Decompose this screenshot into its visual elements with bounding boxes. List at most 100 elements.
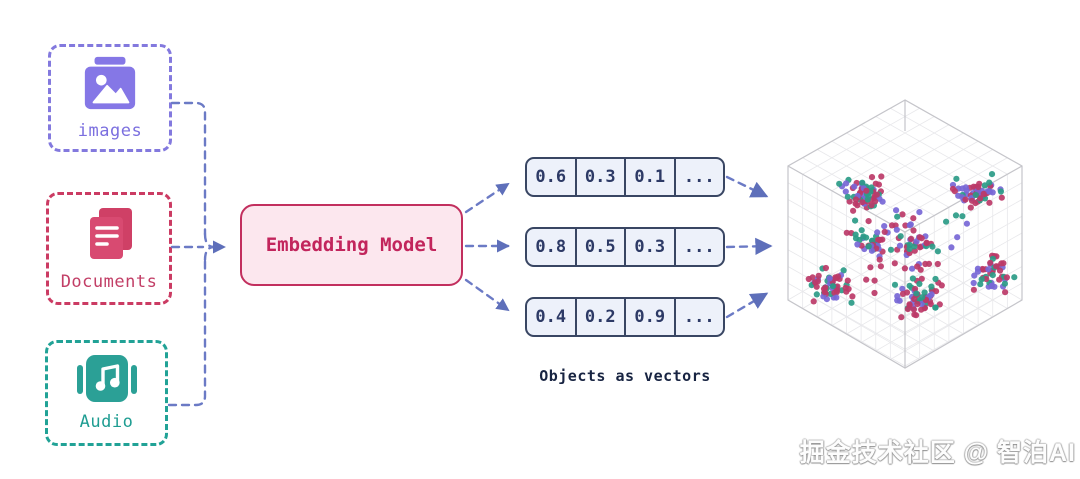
- embedding-point: [932, 304, 939, 311]
- embedding-point: [844, 193, 851, 200]
- embedding-point: [887, 246, 895, 253]
- vector-cell: 0.9: [624, 299, 674, 335]
- merge-curve-bottom: [203, 245, 216, 262]
- arrow-model-to-vector3: [464, 278, 510, 312]
- embedding-point: [911, 311, 918, 318]
- embedding-point: [836, 180, 843, 187]
- embedding-point: [863, 234, 870, 241]
- embedding-point: [974, 268, 981, 275]
- arrow-images-to-merge: [170, 101, 207, 236]
- embedding-point: [814, 278, 821, 285]
- embedding-point: [949, 185, 957, 192]
- embedding-point: [959, 213, 966, 220]
- embedding-point: [840, 267, 847, 274]
- embedding-point: [858, 227, 865, 234]
- embedding-point: [928, 283, 935, 290]
- embedding-point: [813, 291, 820, 298]
- embedding-point: [972, 191, 979, 199]
- embedding-point: [851, 183, 858, 190]
- embedding-point: [929, 243, 936, 250]
- embedding-point: [993, 263, 1000, 270]
- embedding-point: [916, 244, 923, 251]
- embedding-point: [850, 207, 857, 214]
- embedding-point: [987, 259, 994, 266]
- embedding-point: [902, 222, 909, 229]
- embedding-point: [867, 264, 874, 271]
- embedding-point: [899, 285, 906, 292]
- embedding-point: [865, 218, 872, 225]
- embedding-point: [998, 260, 1005, 267]
- embedding-point: [854, 241, 861, 248]
- embedding-point: [916, 209, 923, 216]
- embedding-point: [910, 215, 917, 222]
- vector-cell: ...: [673, 159, 724, 195]
- source-box-audio: Audio: [45, 340, 168, 446]
- embedding-point: [914, 300, 921, 308]
- embedding-point: [894, 293, 901, 300]
- embedding-point: [891, 281, 899, 288]
- source-label-documents: Documents: [60, 271, 158, 292]
- embedding-point: [996, 267, 1004, 274]
- embedding-point: [996, 276, 1003, 283]
- embedding-point: [852, 196, 859, 203]
- embedding-point: [998, 194, 1005, 201]
- vector-cell: 0.8: [535, 237, 567, 257]
- embedding-point: [906, 222, 913, 229]
- embedding-point: [872, 198, 879, 205]
- embedding-point: [911, 243, 918, 250]
- embedding-point: [918, 275, 925, 282]
- embedding-point: [932, 275, 939, 283]
- embedding-point: [881, 223, 888, 230]
- embedding-point: [983, 275, 990, 283]
- vector-cell: ...: [673, 229, 724, 265]
- embedding-point: [873, 191, 880, 198]
- embedding-point: [997, 188, 1004, 195]
- embedding-point: [913, 238, 920, 245]
- embedding-point: [933, 288, 940, 295]
- embedding-point: [985, 266, 992, 273]
- embedding-point: [820, 285, 828, 292]
- embedding-point: [910, 227, 917, 234]
- embedding-point: [833, 275, 840, 282]
- arrow-audio-to-merge: [167, 258, 207, 407]
- embedding-point: [826, 275, 833, 282]
- embedding-point: [916, 280, 923, 287]
- embedding-point: [813, 283, 820, 290]
- embedding-point: [970, 286, 977, 293]
- embedding-point: [854, 202, 861, 209]
- embedding-point: [863, 276, 870, 283]
- embedding-point: [981, 182, 988, 189]
- source-box-images: images: [48, 44, 172, 152]
- embedding-point: [918, 300, 925, 307]
- embedding-point: [988, 171, 996, 178]
- embedding-point: [971, 272, 978, 279]
- embedding-point: [888, 222, 896, 229]
- embedding-point: [842, 188, 849, 195]
- embedding-point: [899, 290, 907, 297]
- embedding-point: [1011, 274, 1018, 281]
- embedding-point: [822, 264, 829, 272]
- embedding-point: [829, 283, 837, 290]
- arrow-vector1-to-space: [725, 175, 769, 198]
- embedding-point: [963, 220, 970, 227]
- embedding-point: [878, 173, 885, 180]
- embedding-point: [934, 260, 941, 268]
- embedding-point: [986, 199, 993, 206]
- embedding-point: [919, 294, 926, 301]
- embedding-point: [894, 297, 901, 304]
- embedding-point: [986, 179, 993, 186]
- embedding-point: [852, 235, 860, 242]
- embedding-point: [846, 198, 853, 205]
- embedding-point: [852, 217, 859, 224]
- vector-cell: 0.1: [624, 159, 674, 195]
- embedding-point: [868, 202, 875, 209]
- embedding-point: [978, 276, 985, 283]
- embedding-point: [980, 266, 987, 273]
- embedding-point: [927, 301, 934, 308]
- embedding-point: [894, 213, 901, 220]
- embedding-point: [925, 260, 933, 267]
- embedding-point: [871, 289, 878, 297]
- embedding-point: [868, 174, 876, 181]
- embedding-point: [1001, 280, 1008, 287]
